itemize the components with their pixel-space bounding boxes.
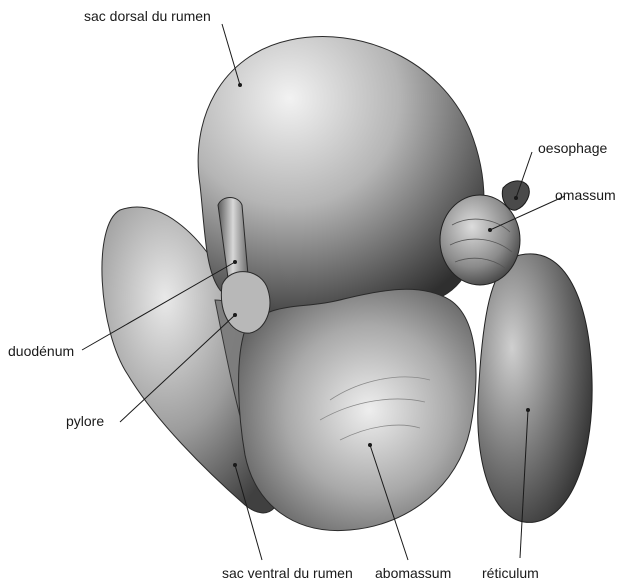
label-reticulum: réticulum — [482, 565, 539, 581]
label-oesophage: oesophage — [538, 140, 608, 156]
abomasum-shape — [239, 289, 476, 530]
leader-dot-pylore — [233, 313, 237, 317]
leader-dot-duodenum — [233, 260, 237, 264]
label-pylore: pylore — [66, 413, 104, 429]
leader-dot-reticulum — [526, 408, 530, 412]
label-sac-dorsal: sac dorsal du rumen — [84, 8, 211, 24]
label-omassum: omassum — [555, 187, 616, 203]
leader-dot-omassum — [488, 228, 492, 232]
leader-dot-sac-dorsal — [238, 83, 242, 87]
omasum-shape — [440, 195, 520, 285]
leader-dot-abomassum — [368, 443, 372, 447]
leader-dot-sac-ventral — [233, 463, 237, 467]
reticulum-shape — [478, 254, 592, 523]
label-abomassum: abomassum — [375, 565, 451, 581]
label-sac-ventral: sac ventral du rumen — [222, 565, 353, 581]
leader-dot-oesophage — [514, 196, 518, 200]
label-duodenum: duodénum — [8, 343, 74, 359]
oesophagus-shape — [502, 181, 529, 210]
